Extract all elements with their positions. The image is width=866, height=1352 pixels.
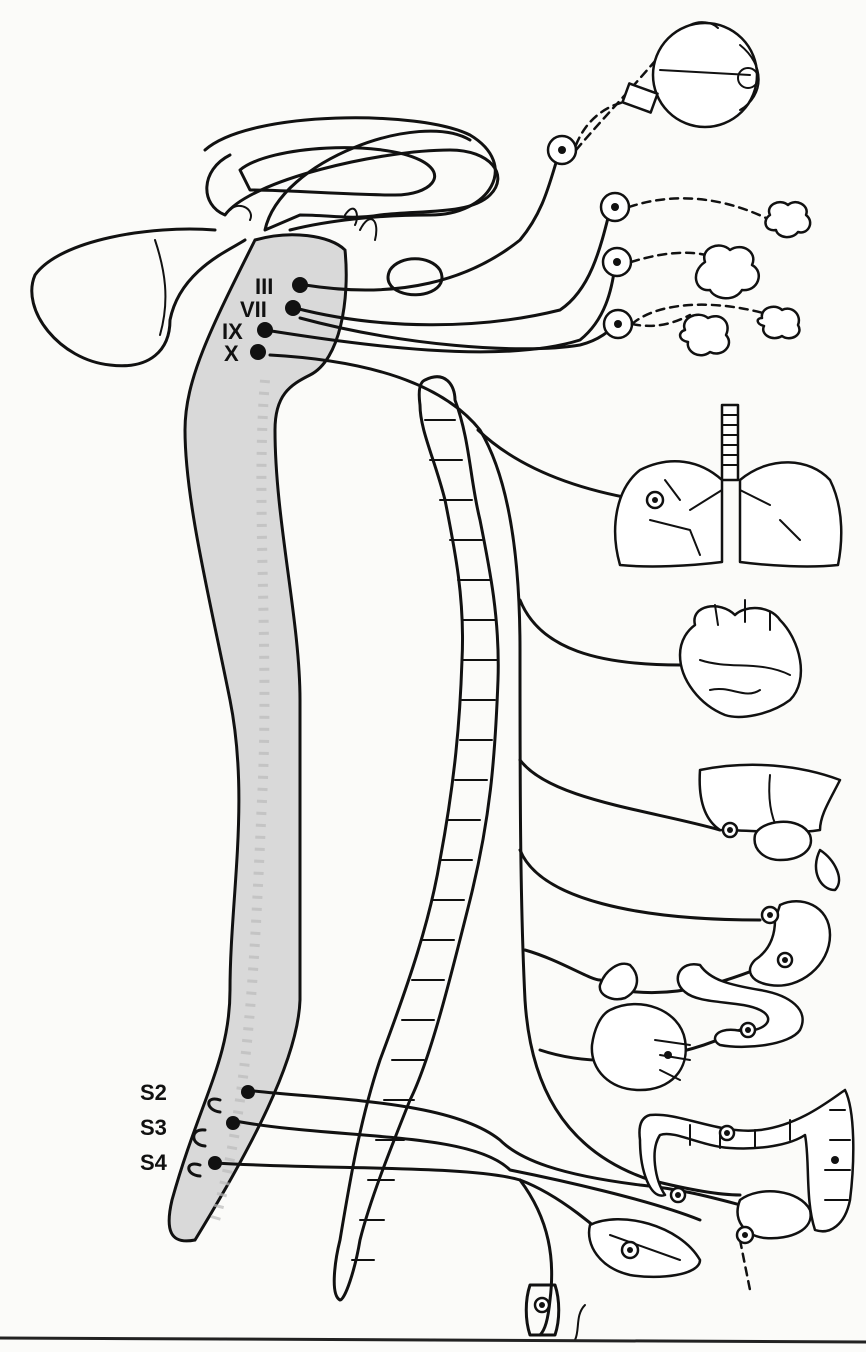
bladder-icon: [737, 1191, 811, 1243]
label-s3: S3: [140, 1115, 167, 1140]
lungs-icon: [615, 405, 841, 566]
parasympathetic-ganglia: [548, 136, 632, 338]
sympathetic-chain: [334, 377, 498, 1300]
label-cn-iii: III: [255, 274, 273, 299]
heart-icon: [680, 600, 801, 717]
liver-icon: [700, 765, 840, 890]
label-cn-vii: VII: [240, 297, 267, 322]
label-cn-x: X: [224, 341, 239, 366]
lacrimal-gland-icon: [765, 202, 810, 237]
page-edge-rule: [0, 1338, 866, 1342]
label-s2: S2: [140, 1080, 167, 1105]
stomach-icon: [750, 901, 830, 985]
kidney-icon: [592, 1004, 690, 1090]
salivary-gland-icon: [696, 246, 759, 299]
label-s4: S4: [140, 1150, 168, 1175]
salivary-gland-icon: [680, 307, 799, 356]
